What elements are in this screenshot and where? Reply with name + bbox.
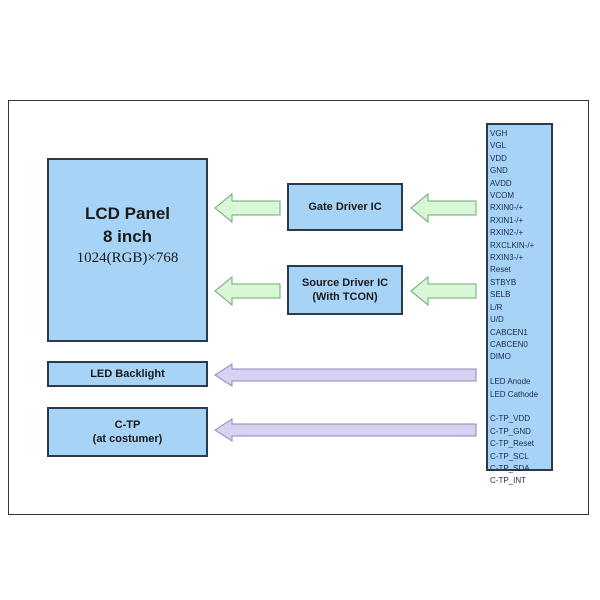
pin-label: LED Anode bbox=[490, 377, 531, 387]
gate-driver-label: Gate Driver IC bbox=[308, 201, 382, 213]
pin-label: VCOM bbox=[490, 191, 514, 201]
pin-label: RXCLKIN-/+ bbox=[490, 240, 535, 250]
pin-label: RXIN1-/+ bbox=[490, 215, 524, 225]
pin-list: VGH VGL VDD GND AVDD VCOM RXIN0-/+ RXIN1-/+ RXIN… bbox=[486, 123, 553, 485]
pin-label: SELB bbox=[490, 290, 511, 300]
source-driver-note: (With TCON) bbox=[312, 291, 378, 303]
pin-label: CABCEN1 bbox=[490, 327, 528, 337]
pin-label: RXIN2-/+ bbox=[490, 228, 524, 238]
pin-label: STBYB bbox=[490, 277, 517, 287]
pin-label: C-TP_VDD bbox=[490, 414, 531, 424]
pin-label: VGH bbox=[490, 129, 508, 138]
ctp-block: C-TP (at costumer) bbox=[47, 407, 208, 457]
ctp-title: C-TP bbox=[114, 419, 141, 431]
pin-label: GND bbox=[490, 166, 508, 176]
arrow-pins-to-gate bbox=[410, 193, 477, 223]
pin-label: DIMO bbox=[490, 352, 511, 362]
arrow-pins-to-source bbox=[410, 276, 477, 306]
diagram-frame bbox=[8, 100, 589, 515]
led-backlight-label: LED Backlight bbox=[90, 368, 165, 380]
source-driver-title: Source Driver IC bbox=[301, 277, 389, 289]
lcd-panel-size: 8 inch bbox=[102, 226, 153, 246]
pin-label: Reset bbox=[490, 265, 511, 275]
gate-driver-block: Gate Driver IC bbox=[287, 183, 403, 231]
pin-label: VGL bbox=[490, 141, 507, 151]
pin-label: VDD bbox=[490, 153, 507, 163]
arrow-gate-to-panel bbox=[214, 193, 281, 223]
pin-label: CABCEN0 bbox=[490, 339, 528, 349]
pin-label: C-TP_GND bbox=[490, 426, 531, 436]
pin-label: RXIN3-/+ bbox=[490, 253, 524, 263]
arrow-source-to-panel bbox=[214, 276, 281, 306]
pin-label: C-TP_Reset bbox=[490, 439, 535, 449]
pin-label: LED Cathode bbox=[490, 389, 539, 399]
source-driver-block: Source Driver IC (With TCON) bbox=[287, 265, 403, 315]
led-backlight-block: LED Backlight bbox=[47, 361, 208, 387]
lcd-panel-resolution: 1024(RGB)×768 bbox=[76, 249, 179, 266]
lcd-panel-title: LCD Panel bbox=[84, 203, 171, 223]
pin-label: C-TP_INT bbox=[490, 476, 526, 486]
pin-label: L/R bbox=[490, 302, 503, 312]
ctp-note: (at costumer) bbox=[92, 433, 163, 445]
lcd-panel-block: LCD Panel 8 inch 1024(RGB)×768 bbox=[47, 158, 208, 342]
pin-label: AVDD bbox=[490, 178, 512, 188]
pin-label: C-TP_SDA bbox=[490, 463, 530, 473]
pin-label: C-TP_SCL bbox=[490, 451, 529, 461]
arrow-pins-to-backlight bbox=[214, 363, 477, 387]
pin-label: RXIN0-/+ bbox=[490, 203, 524, 213]
pin-label: U/D bbox=[490, 315, 504, 325]
arrow-pins-to-ctp bbox=[214, 418, 477, 442]
